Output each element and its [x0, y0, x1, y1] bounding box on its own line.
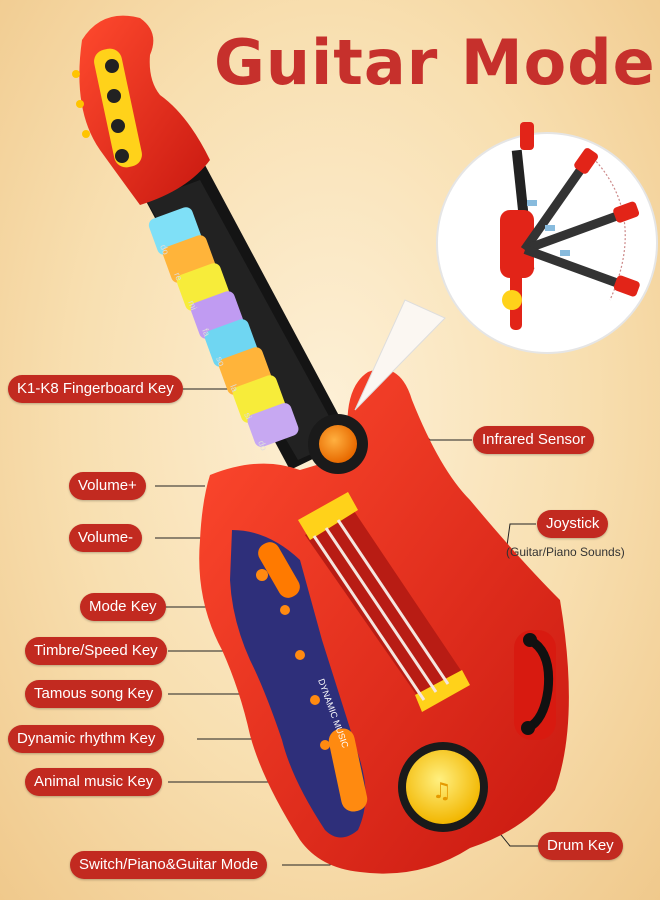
fret-note-label: re — [172, 271, 184, 282]
callout-animal: Animal music Key — [25, 768, 163, 796]
callout-rhythm: Dynamic rhythm Key — [8, 725, 165, 753]
callout-volume-down: Volume- — [69, 524, 143, 552]
svg-text:♫: ♫ — [432, 779, 452, 804]
infrared-sensor-icon — [308, 414, 368, 474]
callout-mode-key: Mode Key — [80, 593, 166, 621]
fret-note-label: fa — [200, 327, 212, 338]
callout-switch-mode: Switch/Piano&Guitar Mode — [70, 851, 268, 879]
page-title: Guitar Mode — [214, 26, 656, 99]
rotation-inset-illustration — [436, 122, 658, 354]
callout-joystick-sub: (Guitar/Piano Sounds) — [506, 545, 625, 559]
callout-joystick: Joystick — [537, 510, 609, 538]
fret-note-label: mi — [186, 299, 199, 312]
callout-famous-song: Tamous song Key — [25, 680, 163, 708]
callout-infrared: Infrared Sensor — [473, 426, 595, 454]
fret-note-label: so — [214, 355, 227, 368]
callout-volume-up: Volume+ — [69, 472, 146, 500]
fingerboard-keys — [148, 207, 299, 447]
fret-note-label: do — [158, 243, 171, 256]
drum-pad-icon: ♫ — [398, 742, 488, 832]
callout-drum: Drum Key — [538, 832, 623, 860]
fret-note-label: la — [228, 383, 240, 393]
callout-timbre: Timbre/Speed Key — [25, 637, 167, 665]
fret-note-label: do — [256, 439, 269, 452]
fret-note-label: si — [242, 411, 254, 421]
joystick-icon — [514, 630, 556, 740]
callout-fingerboard: K1-K8 Fingerboard Key — [8, 375, 183, 403]
